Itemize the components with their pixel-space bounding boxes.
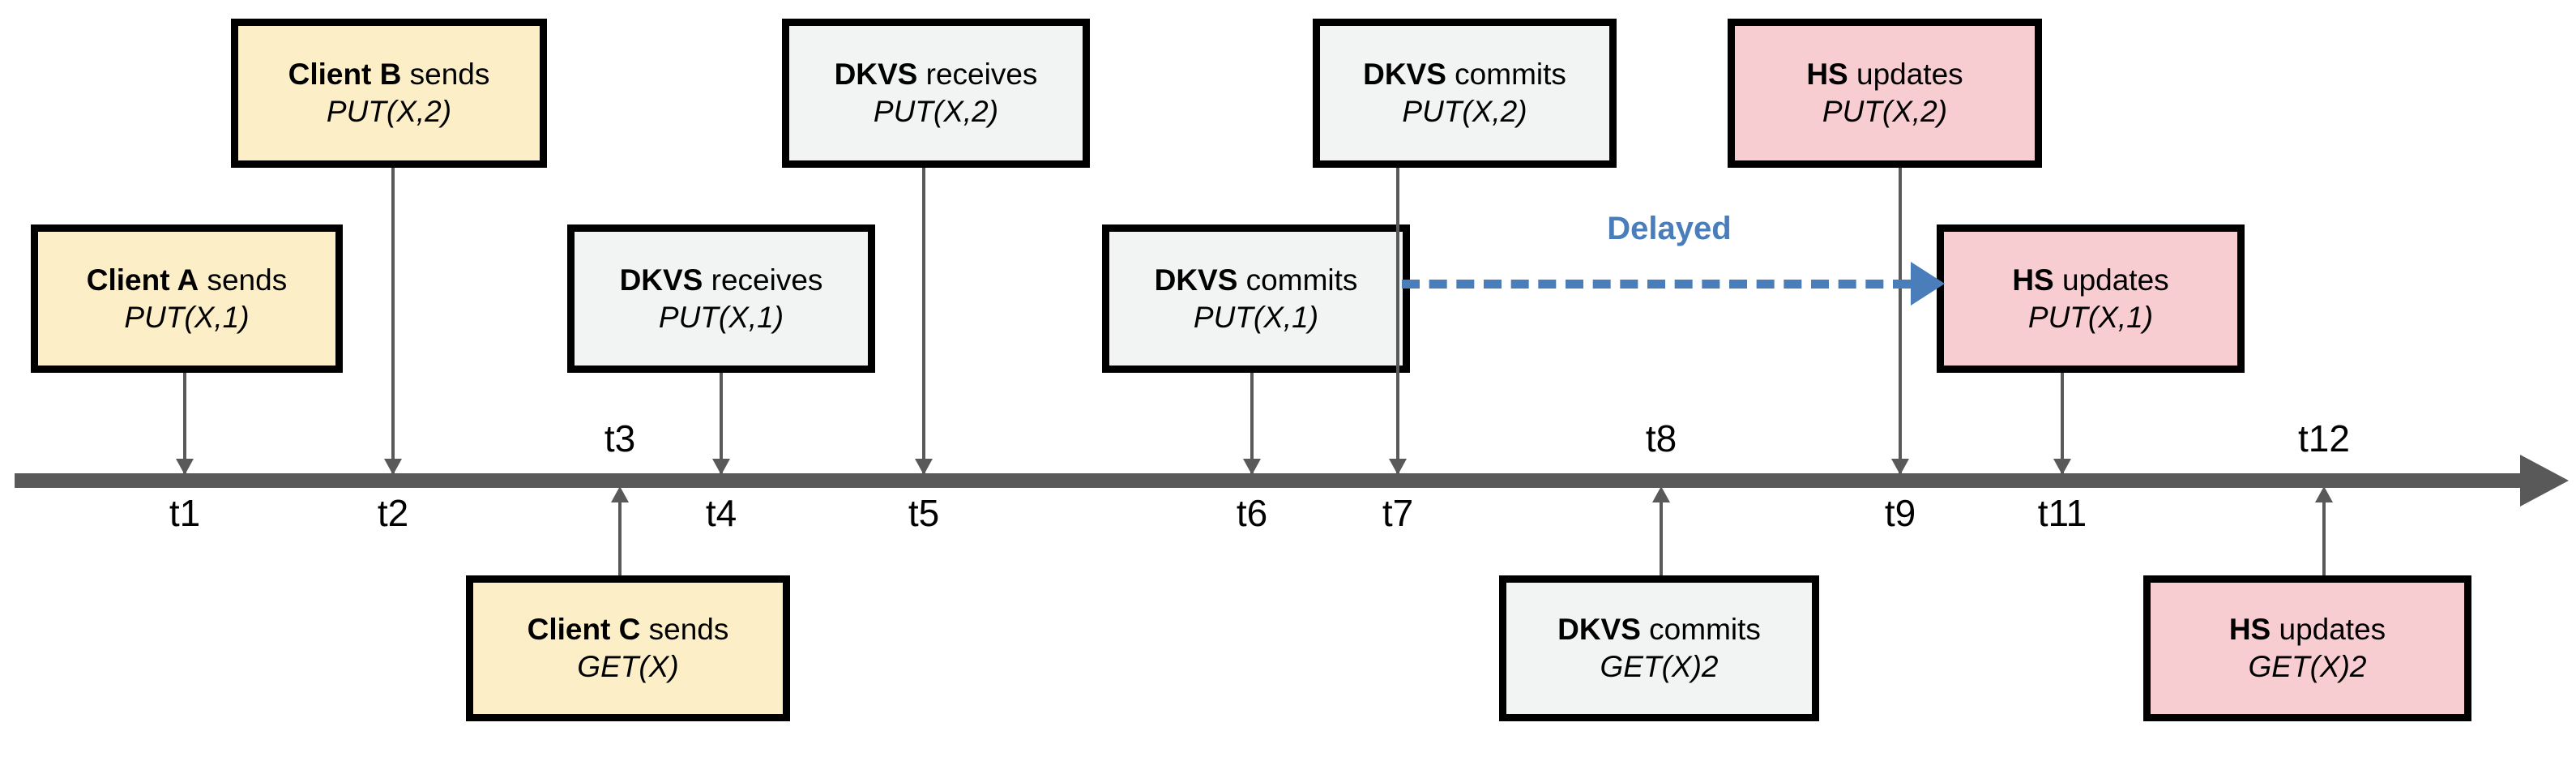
connector-stem (1250, 373, 1254, 473)
connector-stem (1899, 168, 1902, 473)
tick-label-t7: t7 (1382, 492, 1414, 534)
event-actor-verb: Client C sends (527, 613, 729, 647)
tick-label-t12: t12 (2298, 417, 2350, 460)
delayed-arrowhead-icon (1911, 262, 1945, 306)
connector-stem (922, 168, 925, 473)
connector-arrowhead-icon (176, 459, 194, 475)
connector-stem (1396, 168, 1399, 473)
axis-arrow-icon (2520, 455, 2569, 507)
event-operation: PUT(X,1) (124, 300, 250, 334)
connector-arrowhead-icon (2315, 486, 2333, 502)
event-operation: PUT(X,2) (873, 95, 999, 128)
event-operation: PUT(X,2) (1402, 95, 1527, 128)
event-actor-verb: HS updates (1806, 58, 1963, 92)
tick-label-t3: t3 (604, 417, 636, 460)
connector-stem (618, 498, 622, 575)
event-operation: GET(X)2 (2248, 650, 2367, 683)
connector-arrowhead-icon (611, 486, 629, 502)
event-operation: GET(X)2 (1600, 650, 1719, 683)
connector-stem (720, 373, 723, 473)
event-actor-verb: Client B sends (288, 58, 490, 92)
connector-arrowhead-icon (1389, 459, 1407, 475)
axis-line (15, 473, 2528, 488)
event-operation: GET(X) (577, 650, 679, 683)
tick-label-t2: t2 (377, 492, 409, 534)
connector-arrowhead-icon (384, 459, 402, 475)
event-operation: PUT(X,2) (1822, 95, 1948, 128)
connector-arrowhead-icon (1652, 486, 1670, 502)
connector-arrowhead-icon (1891, 459, 1909, 475)
event-actor-verb: DKVS receives (619, 263, 823, 297)
event-actor-verb: DKVS commits (1557, 613, 1761, 647)
event-actor-verb: HS updates (2012, 263, 2169, 297)
connector-arrowhead-icon (1243, 459, 1261, 475)
tick-label-t1: t1 (169, 492, 201, 534)
connector-stem (183, 373, 186, 473)
connector-stem (2322, 498, 2326, 575)
delayed-dashed-line (1402, 280, 1911, 289)
delayed-label: Delayed (1607, 211, 1732, 246)
event-operation: PUT(X,1) (658, 300, 784, 334)
connector-stem (391, 168, 395, 473)
tick-label-t11: t11 (2037, 492, 2087, 534)
tick-label-t9: t9 (1884, 492, 1916, 534)
connector-stem (1660, 498, 1663, 575)
tick-label-t6: t6 (1236, 492, 1268, 534)
connector-arrowhead-icon (2053, 459, 2071, 475)
event-actor-verb: DKVS commits (1154, 263, 1358, 297)
event-actor-verb: DKVS commits (1363, 58, 1566, 92)
event-actor-verb: Client A sends (86, 263, 288, 297)
event-operation: PUT(X,1) (1193, 300, 1319, 334)
connector-arrowhead-icon (915, 459, 933, 475)
tick-label-t5: t5 (908, 492, 940, 534)
tick-label-t4: t4 (705, 492, 737, 534)
event-operation: PUT(X,2) (326, 95, 452, 128)
connector-arrowhead-icon (712, 459, 730, 475)
event-operation: PUT(X,1) (2027, 300, 2154, 334)
event-actor-verb: HS updates (2228, 613, 2386, 647)
tick-label-t8: t8 (1645, 417, 1677, 460)
event-actor-verb: DKVS receives (834, 58, 1038, 92)
connector-stem (2061, 373, 2064, 473)
